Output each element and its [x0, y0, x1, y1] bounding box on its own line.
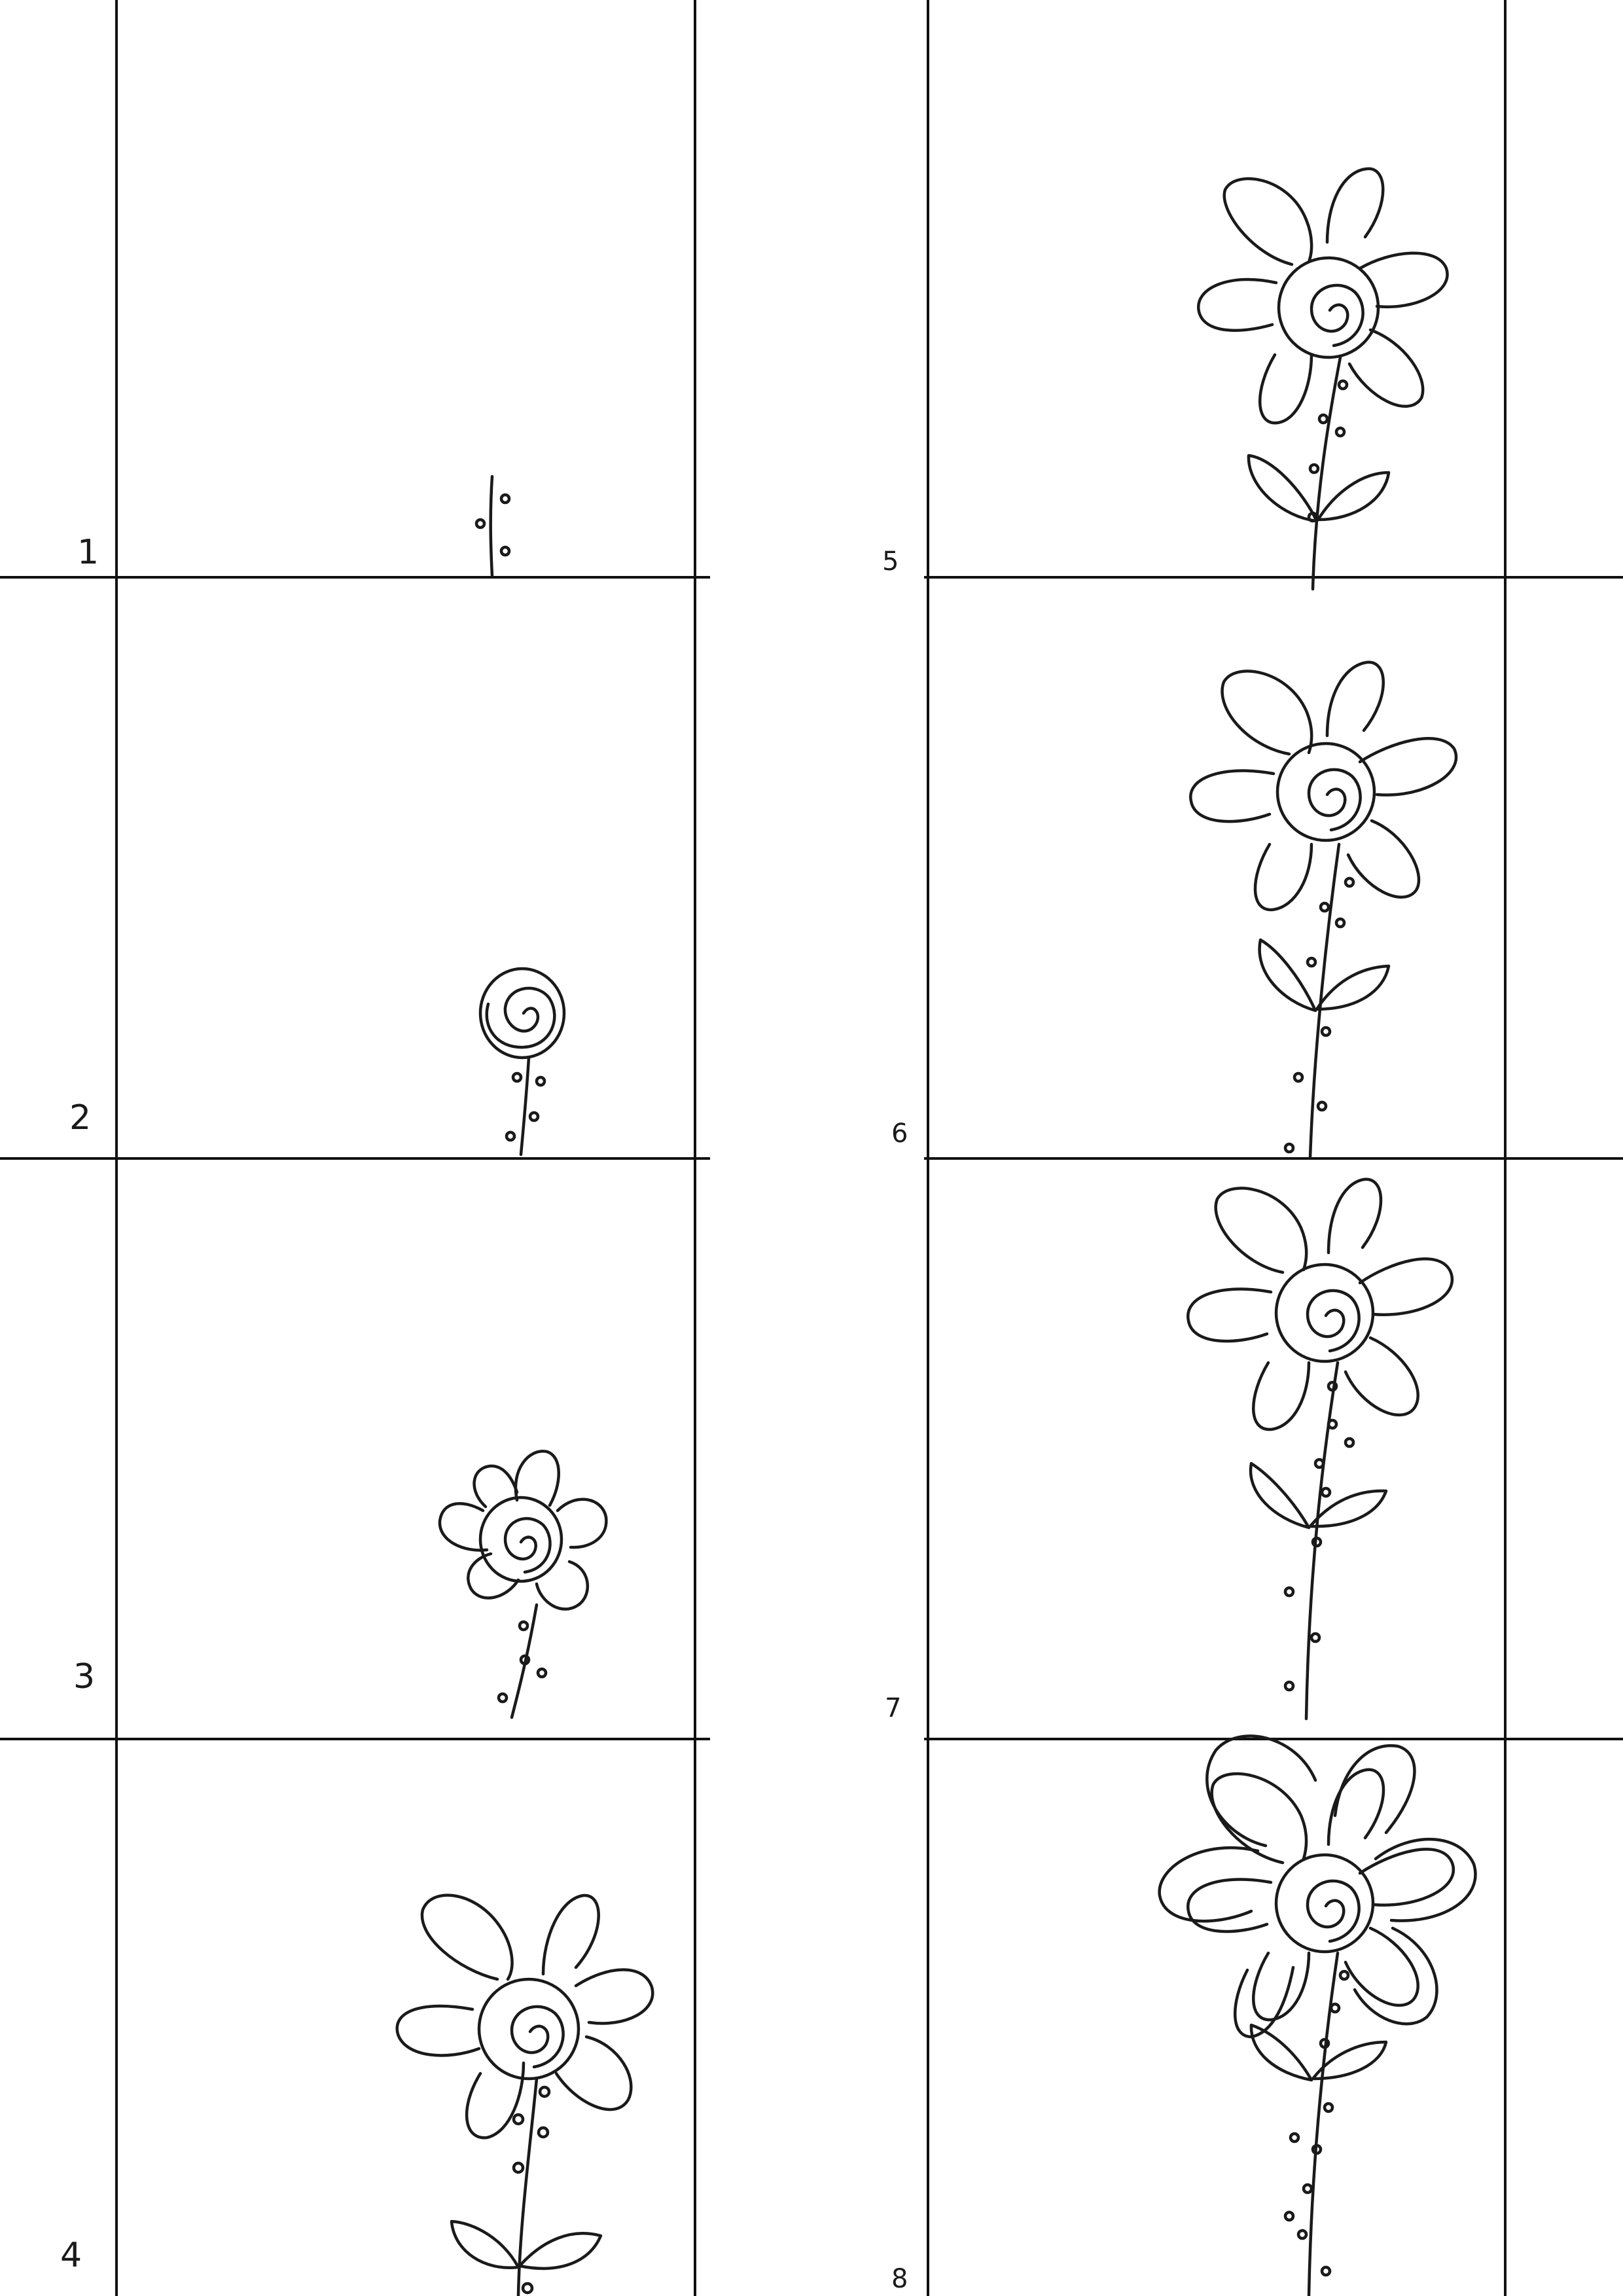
frame-2-drawing — [478, 967, 566, 1157]
frame-number-3: 3 — [73, 1657, 96, 1696]
frame-6-drawing — [1189, 660, 1458, 1159]
frame-4-drawing — [395, 1893, 654, 2296]
frame-number-6: 6 — [891, 1119, 908, 1149]
frame-5-drawing — [1197, 167, 1449, 591]
frame-1-drawing — [474, 475, 511, 578]
frame-number-4: 4 — [60, 2236, 82, 2275]
frame-number-2: 2 — [69, 1098, 92, 1138]
frame-8-drawing — [1158, 1734, 1477, 2296]
frame-number-5: 5 — [882, 547, 899, 577]
frame-3-drawing — [438, 1450, 608, 1719]
frame-number-8: 8 — [891, 2264, 908, 2294]
frame-number-7: 7 — [885, 1693, 902, 1723]
frame-7-drawing — [1186, 1177, 1454, 1721]
frame-number-1: 1 — [77, 533, 99, 572]
